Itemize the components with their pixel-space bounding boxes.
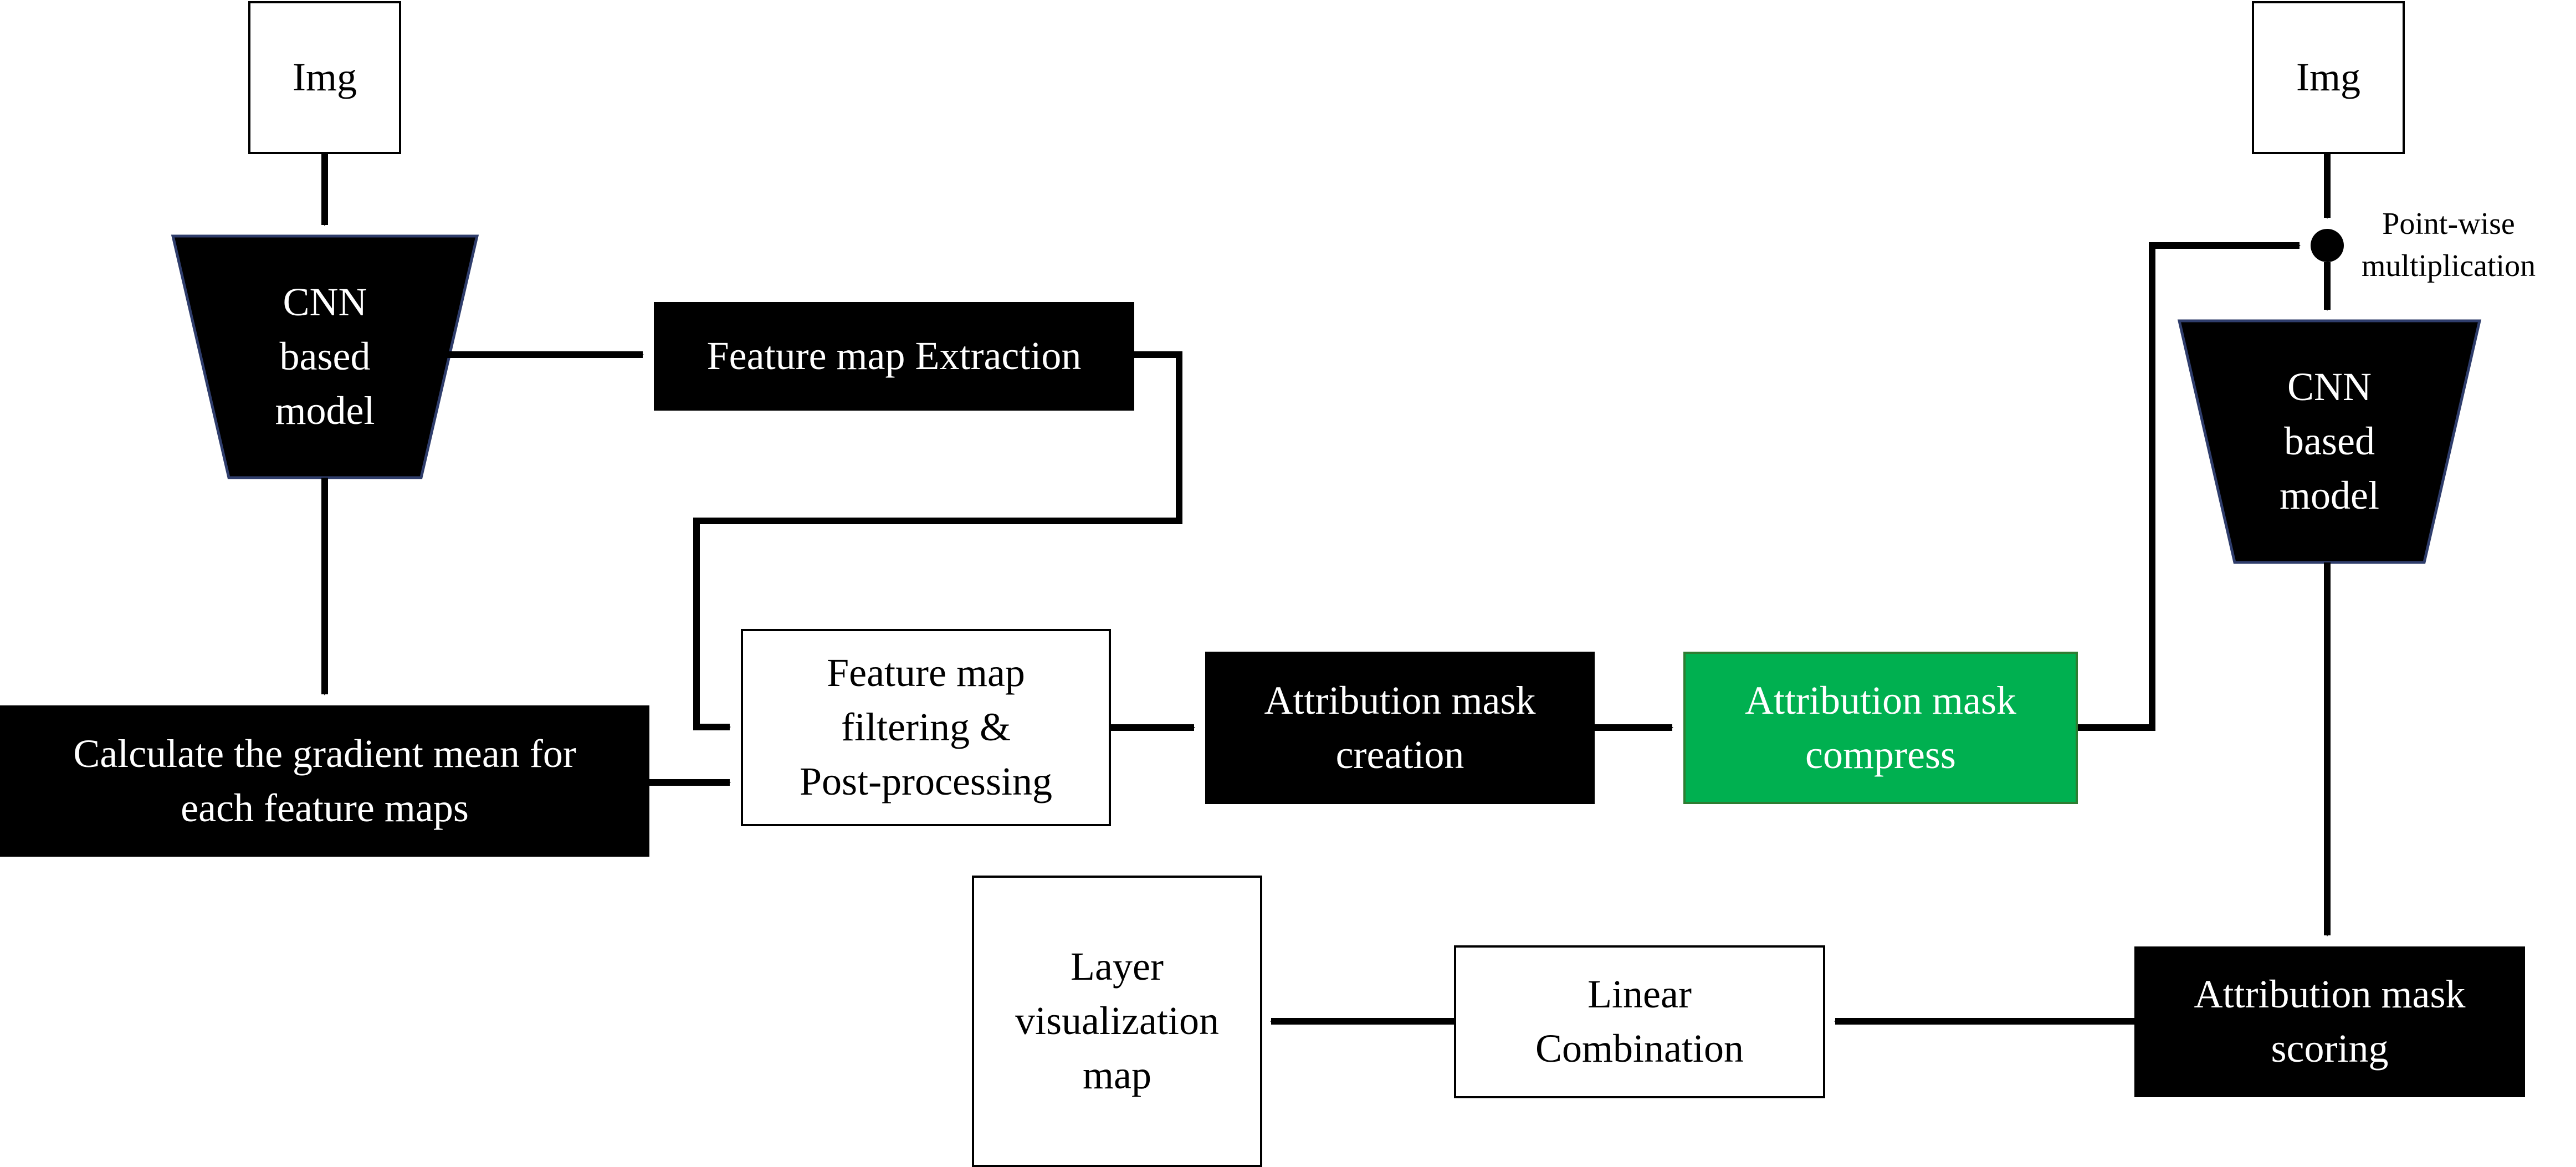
- attribution-mask-scoring-box: Attribution mask scoring: [2134, 946, 2525, 1097]
- linear-combination-box: Linear Combination: [1454, 945, 1825, 1098]
- arrow-extraction-to-filtering: [693, 351, 1182, 730]
- attribution-mask-creation-box: Attribution mask creation: [1205, 652, 1595, 804]
- cnn-left-shape: [171, 234, 479, 479]
- layer-visualization-map-box: Layer visualization map: [972, 876, 1262, 1167]
- cnn-left-label: CNN based model: [275, 280, 375, 433]
- img-input-right: Img: [2252, 1, 2405, 154]
- feature-map-extraction-box: Feature map Extraction: [654, 302, 1134, 411]
- pointwise-multiplication-dot: [2311, 229, 2344, 262]
- cnn-right-shape: [2177, 319, 2482, 564]
- feature-map-filtering-box: Feature map filtering & Post-processing: [741, 629, 1111, 826]
- attribution-mask-compress-box: Attribution mask compress: [1683, 652, 2078, 804]
- gradient-mean-box: Calculate the gradient mean for each fea…: [0, 705, 649, 857]
- arrow-compress-to-multiplication: [2078, 242, 2301, 731]
- cnn-right-label: CNN based model: [2280, 365, 2379, 518]
- pointwise-multiplication-label: Point-wise multiplication: [2361, 207, 2536, 283]
- img-input-left: Img: [248, 1, 401, 154]
